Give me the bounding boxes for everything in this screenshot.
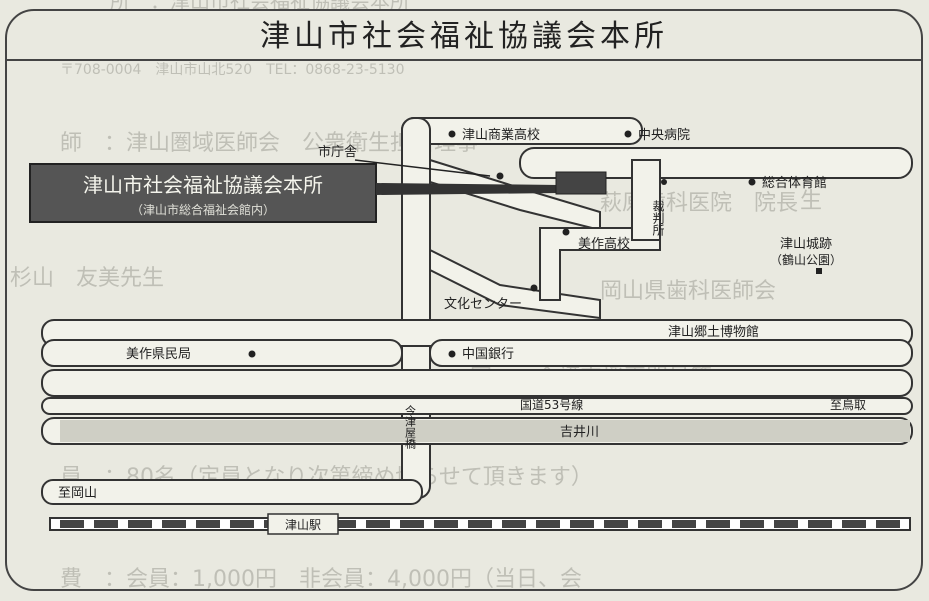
label-river: 吉井川 [560, 425, 599, 440]
road-route-53-a [41, 369, 913, 397]
label-bunka: 文化センター [444, 297, 522, 312]
road-gym [519, 147, 913, 179]
bg-text-9: 所 ：津山市社会福祉協議会本所 [110, 0, 410, 13]
dot-court [661, 179, 667, 185]
map-frame [5, 9, 923, 591]
label-route53: 国道53号線 [520, 397, 583, 412]
building-marker [555, 171, 607, 195]
dot-castle [816, 268, 822, 274]
label-bank: 中国銀行 [462, 347, 514, 362]
label-city-hall: 市庁舎 [318, 144, 357, 160]
dot-mimasaka [562, 228, 570, 236]
railway [49, 517, 911, 531]
main-pointer [376, 183, 560, 195]
bg-text-3: 萩原歯科医院 院長 [600, 191, 798, 216]
river [60, 420, 910, 442]
label-tottori: 至鳥取 [830, 397, 866, 412]
bg-text-1: 〒708-0004 津山市山北520 TEL：0868-23-5130 [60, 61, 405, 78]
dot-shogyo [448, 130, 456, 138]
label-shogyo: 津山商業高校 [462, 127, 540, 143]
label-court: 裁判所 [651, 200, 665, 236]
road-route-53-b [41, 397, 913, 415]
dot-hospital [624, 130, 632, 138]
dot-minkyoku [248, 350, 256, 358]
main-label-box [29, 163, 377, 223]
bg-text-5: 杉山 友美先生 [10, 266, 164, 291]
main-label-sub: （津山市総合福祉会館内） [131, 202, 275, 217]
label-castle: 津山城跡 [780, 236, 832, 252]
station-box [267, 513, 339, 535]
bg-text-7: 費 ：会員：1,000円 非会員：4,000円（当日、会 [60, 567, 582, 592]
dot-city-hall [496, 172, 504, 180]
label-museum: 津山郷土博物館 [668, 325, 759, 340]
label-gym: 総合体育館 [762, 175, 827, 191]
map-title: 津山市社会福祉協議会本所 [260, 19, 668, 54]
road-bank [429, 339, 913, 367]
label-hospital: 中央病院 [638, 128, 690, 143]
road-minkyoku [41, 339, 403, 367]
road-court [631, 159, 661, 241]
roads [41, 117, 913, 505]
dot-bank [448, 350, 456, 358]
label-okayama: 至岡山 [58, 486, 97, 501]
dot-bunka [530, 284, 538, 292]
main-label-name: 津山市社会福祉協議会本所 [83, 173, 323, 197]
bg-text-4: 岡山県歯科医師会 [600, 279, 776, 304]
city-hall-leader [354, 159, 491, 177]
road-okayama [41, 479, 423, 505]
label-minkyoku: 美作県民局 [126, 347, 191, 362]
label-castle-park: （鶴山公園） [770, 252, 842, 267]
label-mimasaka: 美作高校 [578, 236, 630, 252]
label-station: 津山駅 [285, 518, 321, 532]
dot-gym [748, 178, 756, 186]
label-bridge: 今津屋橋 [404, 404, 417, 450]
place-labels: 津山商業高校 中央病院 市庁舎 総合体育館 裁判所 美作高校 津山城跡 （鶴山公… [58, 127, 866, 535]
bg-text-10: 生 [800, 189, 822, 214]
